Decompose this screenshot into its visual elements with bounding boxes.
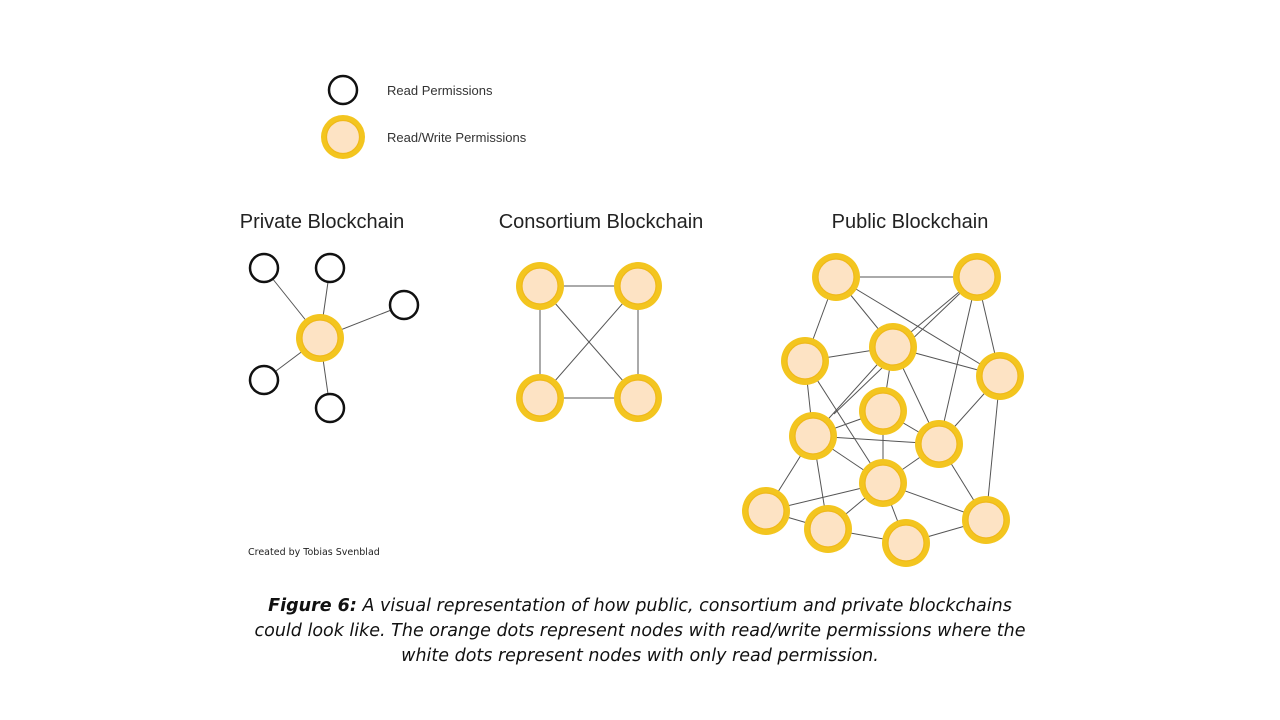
read-write-node: [516, 262, 564, 310]
read-write-node: [976, 352, 1024, 400]
read-write-node: [804, 505, 852, 553]
read-write-node: [953, 253, 1001, 301]
read-node: [248, 252, 280, 284]
read-write-node: [614, 374, 662, 422]
caption-line-1: Figure 6: A visual representation of how…: [230, 594, 1050, 619]
read-write-node: [859, 387, 907, 435]
caption-line-2: could look like. The orange dots represe…: [254, 621, 1026, 641]
read-write-node: [962, 496, 1010, 544]
read-node: [314, 252, 346, 284]
caption-figure-label: Figure 6:: [268, 596, 357, 616]
read-node: [388, 289, 420, 321]
public-blockchain-graph: [742, 253, 1024, 567]
caption-line-3: white dots represent nodes with only rea…: [401, 646, 879, 666]
legend-read-write-label: Read/Write Permissions: [387, 130, 527, 145]
legend-read-label: Read Permissions: [387, 83, 493, 98]
read-write-node: [296, 314, 344, 362]
title-private-blockchain: Private Blockchain: [240, 211, 405, 233]
read-write-node: [742, 487, 790, 535]
edge: [938, 276, 978, 445]
read-write-node: [882, 519, 930, 567]
credit-text: Created by Tobias Svenblad: [248, 547, 380, 558]
read-write-node: [915, 420, 963, 468]
edge: [985, 375, 1001, 521]
read-write-node: [869, 323, 917, 371]
read-node: [248, 364, 280, 396]
read-node: [314, 392, 346, 424]
legend: Read Permissions Read/Write Permissions: [321, 74, 527, 159]
legend-read-write-node: [321, 115, 365, 159]
read-write-node: [789, 412, 837, 460]
read-write-node: [812, 253, 860, 301]
consortium-blockchain-graph: [516, 262, 662, 422]
caption-line-1-text: A visual representation of how public, c…: [356, 596, 1012, 616]
read-write-node: [781, 337, 829, 385]
edge: [539, 285, 639, 399]
read-write-node: [859, 459, 907, 507]
read-write-node: [516, 374, 564, 422]
private-blockchain-graph: [248, 252, 420, 424]
title-public-blockchain: Public Blockchain: [832, 211, 989, 233]
title-consortium-blockchain: Consortium Blockchain: [499, 211, 704, 233]
legend-read-node: [327, 74, 359, 106]
edge: [804, 360, 884, 484]
figure-caption: Figure 6: A visual representation of how…: [230, 594, 1050, 669]
read-write-node: [614, 262, 662, 310]
